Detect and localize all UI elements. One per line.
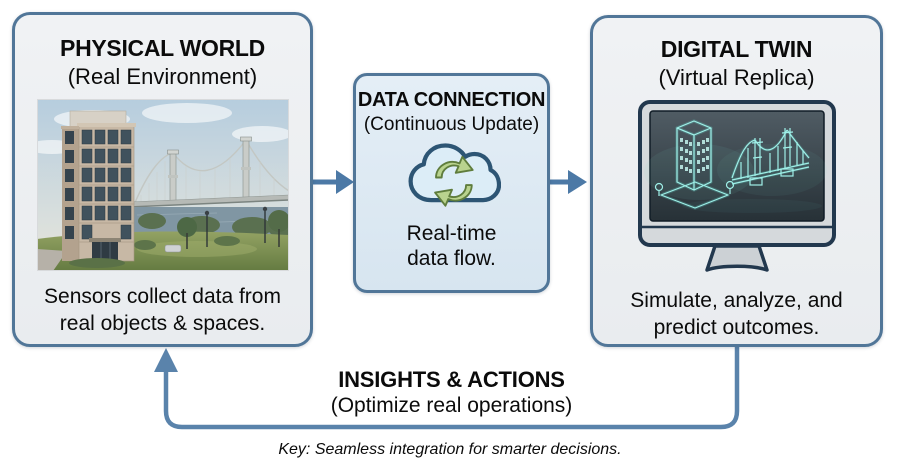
physical-world-photo [26,99,296,271]
data-connection-subtitle: (Continuous Update) [363,114,540,135]
feedback-loop-label: INSIGHTS & ACTIONS (Optimize real operat… [166,367,737,418]
digital-twin-subtitle: (Virtual Replica) [658,65,815,90]
digital-twin-caption-line1: Simulate, analyze, and [630,289,843,312]
data-connection-title: DATA CONNECTION [357,89,546,111]
physical-world-subtitle: (Real Environment) [67,64,258,89]
physical-world-caption: Sensors collect data from real objects &… [44,283,281,337]
cloud-sync-icon [403,138,501,217]
data-connection-box: DATA CONNECTION (Continuous Update) Real… [353,73,550,293]
physical-world-caption-line2: real objects & spaces. [59,312,266,335]
physical-world-title: PHYSICAL WORLD [60,35,265,61]
arrow-physical-to-connection-icon [312,170,354,194]
key-caption: Key: Seamless integration for smarter de… [278,441,622,458]
monitor-illustration [637,100,837,273]
data-connection-caption-line1: Real-time [406,222,497,245]
physical-world-caption-line1: Sensors collect data from [44,285,281,308]
digital-twin-caption: Simulate, analyze, and predict outcomes. [630,287,842,341]
physical-world-box: PHYSICAL WORLD (Real Environment) [12,12,313,347]
arrow-connection-to-digital-icon [548,170,587,194]
feedback-loop-arrow-icon [154,347,740,430]
data-connection-caption: Real-time data flow. [407,221,497,271]
insights-actions-title: INSIGHTS & ACTIONS [338,367,565,392]
digital-twin-title: DIGITAL TWIN [660,36,813,62]
data-connection-caption-line2: data flow. [407,247,496,270]
digital-twin-box: DIGITAL TWIN (Virtual Replica) [590,15,883,347]
insights-actions-subtitle: (Optimize real operations) [330,394,573,417]
digital-twin-caption-line2: predict outcomes. [653,316,820,339]
building-bridge-photo-illustration [26,99,296,271]
